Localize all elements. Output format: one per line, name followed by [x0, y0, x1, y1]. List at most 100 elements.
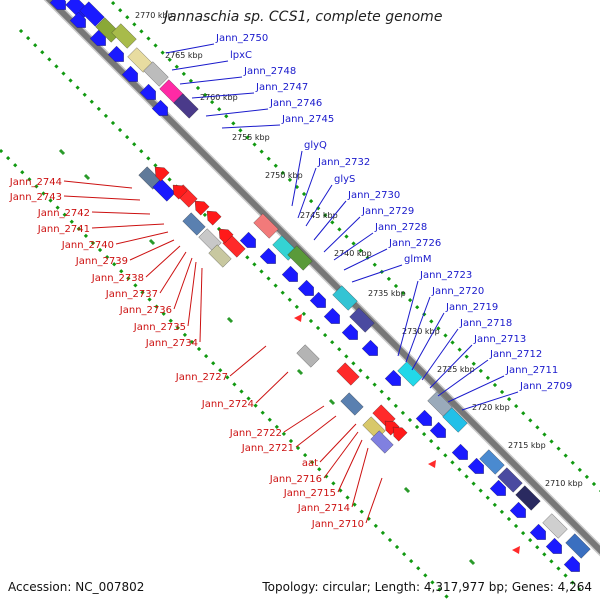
forward-gene-arrow	[239, 231, 256, 248]
forward-gene-label: Jann_2718	[459, 318, 512, 329]
reverse-gene-arrow	[218, 228, 234, 244]
gene-features	[49, 0, 591, 572]
gc-mark	[226, 316, 234, 324]
forward-leader-line	[397, 280, 419, 357]
forward-gene-label: glmM	[404, 254, 432, 265]
kbp-tick-label: 2765 kbp	[165, 51, 203, 60]
reverse-gene-arrow	[206, 210, 222, 226]
forward-leader-line	[351, 264, 403, 283]
forward-gene-arrow	[429, 421, 446, 438]
forward-gene-arrow	[89, 29, 106, 46]
reverse-gene-block	[296, 344, 320, 368]
forward-gene-block	[565, 533, 591, 559]
forward-gene-label: Jann_2729	[361, 206, 414, 217]
reverse-gene-label: Jann_2736	[119, 305, 172, 316]
reverse-gene-label: Jann_2739	[75, 256, 128, 267]
forward-gene-arrow	[361, 339, 378, 356]
forward-gene-block	[479, 449, 505, 475]
reverse-leader-line	[295, 415, 337, 448]
reverse-gene-block	[336, 362, 360, 386]
forward-gene-arrow	[139, 83, 156, 100]
reverse-leader-line	[63, 180, 133, 189]
kbp-tick-label: 2735 kbp	[368, 289, 406, 298]
forward-gene-block	[287, 245, 313, 271]
forward-gene-arrow	[49, 0, 66, 10]
forward-gene-label: Jann_2726	[388, 238, 441, 249]
reverse-gene-label: Jann_2738	[91, 273, 144, 284]
forward-leader-line	[333, 232, 374, 261]
genome-backbone	[45, 0, 600, 555]
forward-gene-label: lpxC	[230, 50, 252, 61]
reverse-leader-line	[91, 223, 165, 229]
reverse-gene-arrow	[194, 200, 210, 216]
forward-leader-line	[171, 60, 229, 71]
reverse-gene-label: Jann_2716	[269, 474, 322, 485]
gc-mark	[468, 558, 476, 566]
forward-gene-arrow	[545, 537, 562, 554]
forward-gene-arrow	[489, 479, 506, 496]
kbp-tick-label: 2770 kbp	[135, 11, 173, 20]
forward-gene-block	[95, 17, 121, 43]
forward-gene-arrow	[415, 409, 432, 426]
reverse-leader-line	[323, 431, 359, 479]
kbp-tick-label: 2715 kbp	[508, 441, 546, 450]
forward-gene-block	[79, 1, 105, 27]
forward-gene-label: Jann_2730	[347, 190, 400, 201]
forward-gene-label: Jann_2748	[243, 66, 296, 77]
reverse-gene-label: Jann_2721	[241, 443, 294, 454]
reverse-gene-block	[340, 392, 364, 416]
forward-gene-block	[143, 61, 169, 87]
reverse-gene-arrow	[384, 420, 400, 436]
gc-dot-track-1	[18, 28, 582, 592]
forward-gene-label: Jann_2728	[374, 222, 427, 233]
forward-gene-label: glyQ	[304, 140, 327, 151]
forward-gene-label: Jann_2723	[419, 270, 472, 281]
reverse-gene-label: Jann_2744	[9, 177, 62, 188]
reverse-leader-line	[187, 261, 197, 327]
gene-labels: Jann_2750lpxCJann_2748Jann_2747Jann_2746…	[9, 33, 572, 530]
forward-gene-block	[349, 307, 375, 333]
forward-gene-label: Jann_2712	[489, 349, 542, 360]
reverse-gene-mark	[428, 460, 436, 468]
reverse-leader-line	[229, 345, 267, 377]
kbp-tick-label: 2720 kbp	[472, 403, 510, 412]
forward-gene-block	[173, 93, 199, 119]
kbp-tick-label: 2750 kbp	[265, 171, 303, 180]
gc-dot-track-3	[0, 148, 452, 600]
reverse-gene-label: Jann_2710	[311, 519, 364, 530]
forward-gene-arrow	[563, 555, 580, 572]
forward-gene-arrow	[297, 279, 314, 296]
forward-leader-line	[421, 328, 459, 381]
forward-gene-arrow	[107, 45, 124, 62]
reverse-gene-label: Jann_2724	[201, 399, 254, 410]
reverse-leader-line	[159, 251, 187, 294]
reverse-leader-line	[115, 231, 169, 245]
forward-leader-line	[461, 391, 519, 411]
forward-gene-label: Jann_2719	[445, 302, 498, 313]
reverse-leader-line	[283, 405, 325, 433]
reverse-gene-arrow	[154, 166, 170, 182]
forward-leader-line	[411, 312, 445, 371]
reverse-leader-line	[255, 371, 289, 404]
forward-gene-arrow	[509, 501, 526, 518]
reverse-gene-label: Jann_2742	[37, 208, 90, 219]
forward-gene-label: Jann_2746	[269, 98, 322, 109]
kbp-tick-label: 2730 kbp	[402, 327, 440, 336]
reverse-gene-arrow	[172, 184, 188, 200]
forward-gene-arrow	[259, 247, 276, 264]
accession-text: Accession: NC_007802	[8, 580, 145, 594]
forward-gene-arrow	[323, 307, 340, 324]
forward-gene-label: Jann_2711	[505, 365, 558, 376]
kbp-tick-label: 2710 kbp	[545, 479, 583, 488]
reverse-leader-line	[91, 211, 151, 215]
gc-mark	[296, 368, 304, 376]
forward-gene-label: Jann_2745	[281, 114, 334, 125]
forward-gene-arrow	[451, 443, 468, 460]
forward-leader-line	[305, 184, 333, 227]
reverse-leader-line	[199, 267, 203, 343]
reverse-gene-label: aat	[302, 458, 318, 469]
reverse-gene-label: Jann_2741	[37, 224, 90, 235]
reverse-leader-line	[351, 447, 369, 508]
